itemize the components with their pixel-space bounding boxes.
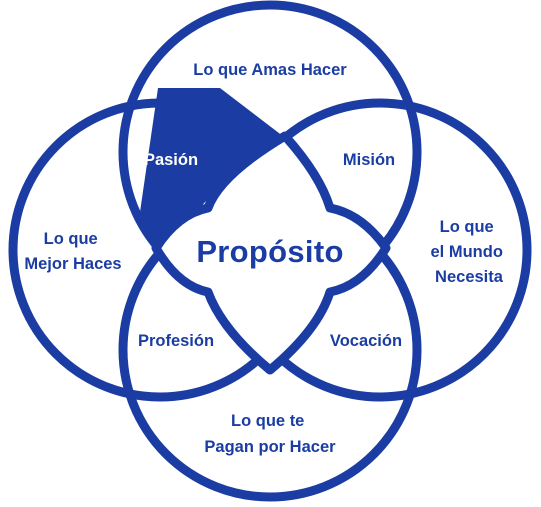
label-right: Lo que el Mundo Necesita xyxy=(431,218,508,286)
center-lens xyxy=(151,131,391,375)
label-top: Lo que Amas Hacer xyxy=(193,61,347,79)
label-profesion: Profesión xyxy=(138,332,214,350)
label-proposito: Propósito xyxy=(196,234,343,269)
label-vocacion: Vocación xyxy=(330,332,402,350)
label-left: Lo que Mejor Haces xyxy=(24,230,121,273)
label-mision: Misión xyxy=(343,151,395,169)
label-bottom: Lo que te Pagan por Hacer xyxy=(204,412,336,456)
label-pasion: Pasión xyxy=(144,151,198,169)
